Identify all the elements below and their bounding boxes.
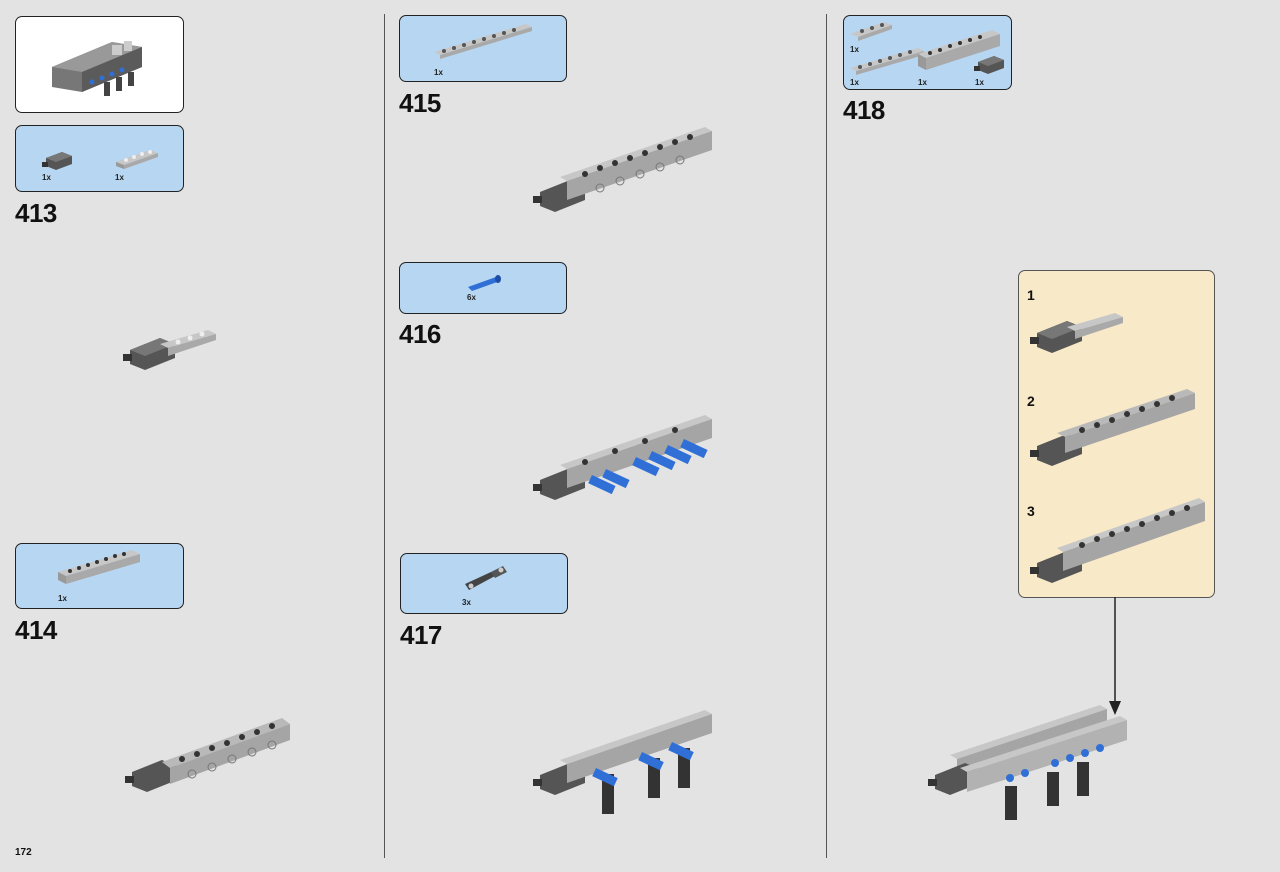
dark-brick-with-pin-icon [974,56,1004,74]
part-qty: 6x [467,293,476,302]
step-number: 417 [400,620,442,650]
light-plate-1x4-icon [850,22,892,41]
sub-step-number: 1 [1027,287,1035,303]
column-divider-left [384,14,385,858]
blue-pin-icon [468,275,501,291]
step-418-parts-box: 1x 1x 1x 1x [843,15,1012,90]
model-reference-box [15,16,184,113]
part-qty: 1x [918,78,927,87]
step-number: 413 [15,198,57,228]
part-qty: 1x [975,78,984,87]
step-414-assembly-icon [125,718,290,792]
step-415-parts-box: 1x [399,15,567,82]
part-qty: 3x [462,598,471,607]
step-417-assembly-icon [533,710,712,814]
sub-step-3-assembly-icon [1030,498,1205,583]
part-qty: 1x [850,45,859,54]
light-plate-1x10-icon [850,48,924,75]
sub-step-number: 2 [1027,393,1035,409]
step-number: 415 [399,88,441,118]
light-plate-1x4-icon [116,150,158,169]
model-thumbnail-icon [52,41,142,96]
sub-step-2-assembly-icon [1030,389,1195,466]
step-415-assembly-icon [533,127,712,212]
part-qty: 1x [434,68,443,77]
down-arrow-icon [1109,597,1121,715]
step-number: 414 [15,615,57,645]
sub-step-1-assembly-icon [1030,313,1123,353]
light-plate-1x10-icon [434,24,532,59]
step-413-parts-box: 1x 1x [15,125,184,192]
step-number: 418 [843,95,885,125]
subassembly-box: 1 2 3 [1018,270,1215,598]
page-number: 172 [15,847,32,858]
part-qty: 1x [115,173,124,182]
technic-brick-1x8-icon [58,550,140,584]
technic-brick-1x8-icon [918,30,1000,70]
step-416-assembly-icon [533,415,712,500]
dark-brick-with-pin-icon [42,152,72,170]
column-divider-right [826,14,827,858]
step-418-assembly-icon [928,705,1127,820]
part-qty: 1x [850,78,859,87]
liftarm-bent-icon [465,566,507,590]
step-number: 416 [399,319,441,349]
step-416-parts-box: 6x [399,262,567,314]
step-417-parts-box: 3x [400,553,568,614]
step-413-assembly-icon [123,330,216,370]
step-414-parts-box: 1x [15,543,184,609]
sub-step-number: 3 [1027,503,1035,519]
part-qty: 1x [42,173,51,182]
part-qty: 1x [58,594,67,603]
